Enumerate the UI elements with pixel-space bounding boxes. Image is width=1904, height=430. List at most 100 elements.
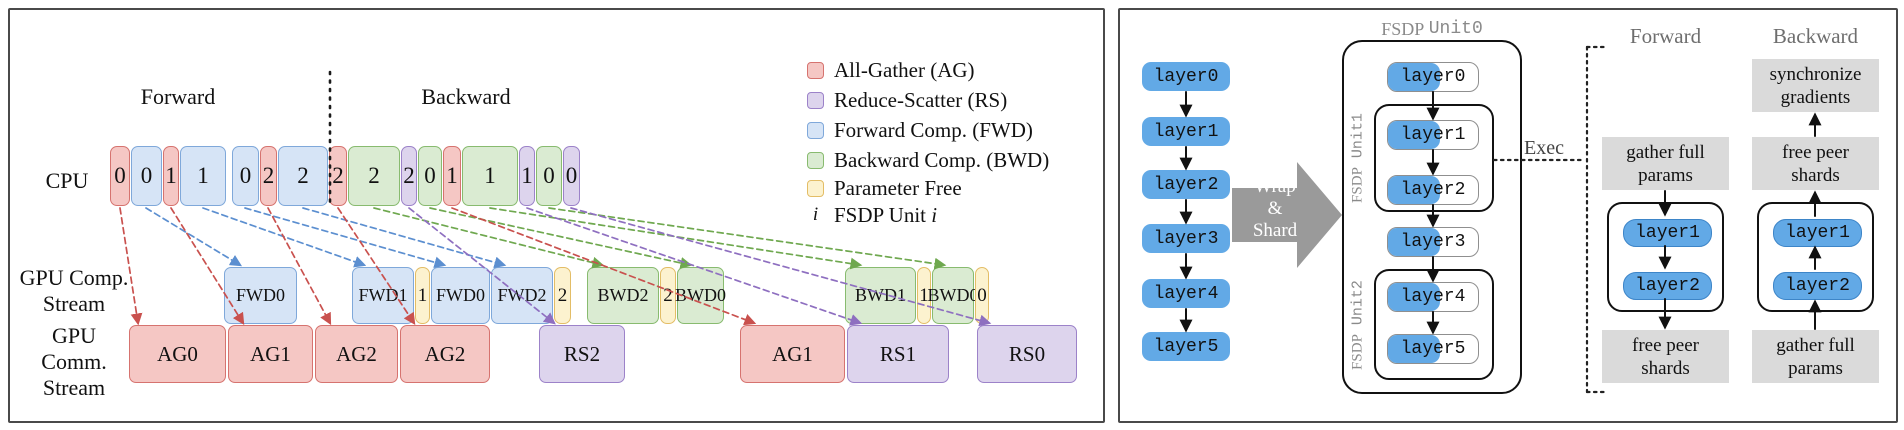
forward-layer1-pill: layer1	[1623, 219, 1712, 247]
comm-block-rs: RS0	[977, 325, 1077, 383]
sharded-layer-row: layer5	[1387, 334, 1479, 364]
gather-full-params-box-backward: gather full params	[1752, 330, 1879, 383]
gpu-comm-label-line2: Stream	[42, 375, 106, 400]
comp-block-fwd: FWD2	[491, 267, 553, 324]
comm-block-ag: AG1	[228, 325, 313, 383]
stack-layer-pill: layer5	[1142, 332, 1230, 361]
sharded-layer-row: layer0	[1387, 62, 1479, 92]
cpu-block-ag: 2	[260, 146, 277, 206]
gpu-comm-label-line1: GPU Comm.	[41, 323, 107, 374]
cpu-block-fwd: 0	[131, 146, 162, 206]
shard-fill	[1388, 335, 1441, 363]
legend-item-label: FSDP Unit i	[834, 203, 937, 228]
sync-line2: gradients	[1780, 86, 1851, 108]
legend-item-bwd: Backward Comp. (BWD)	[807, 148, 1049, 172]
forward-phase-label: Forward	[140, 84, 216, 109]
cpu-block-ag: 1	[443, 146, 461, 206]
cpu-block-ag: 2	[329, 146, 347, 206]
cpu-block-bwd: 1	[462, 146, 518, 206]
unit-label-mono: Unit1	[1349, 113, 1367, 168]
fsdp-unit0-title-serif: FSDP	[1381, 18, 1425, 39]
stack-layer-pill: layer2	[1142, 170, 1230, 199]
free-line2: shards	[1791, 164, 1840, 186]
comp-block-free: 2	[660, 267, 676, 324]
legend-item-label: Reduce-Scatter (RS)	[834, 87, 1008, 112]
legend-item-label: All-Gather (AG)	[834, 57, 975, 82]
synchronize-gradients-box: synchronize gradients	[1752, 59, 1879, 112]
forward-column-header: Forward	[1629, 24, 1702, 48]
cpu-block-rs: 0	[563, 146, 580, 206]
cpu-block-bwd: 0	[536, 146, 562, 206]
wrap-arrow-text-line3: Shard	[1252, 220, 1298, 241]
gather-line2: params	[1638, 164, 1693, 186]
shard-fill	[1388, 176, 1441, 204]
sharded-layer-label: layer4	[1400, 287, 1466, 307]
comm-block-rs: RS1	[847, 325, 949, 383]
stack-layer-pill: layer3	[1142, 224, 1230, 253]
gather-line2: params	[1788, 357, 1843, 379]
legend-item-label: Parameter Free	[834, 175, 962, 200]
gpu-comp-row-label: GPU Comp. Stream	[18, 265, 130, 317]
free-peer-shards-box-forward: free peer shards	[1602, 330, 1729, 383]
backward-column-header: Backward	[1772, 24, 1859, 48]
fsdp-unit0-box	[1342, 40, 1522, 394]
rs-legend-swatch	[807, 91, 824, 109]
cpu-block-fwd: 1	[180, 146, 226, 206]
shard-fill	[1388, 283, 1441, 311]
sharded-layer-label: layer2	[1400, 180, 1466, 200]
bwd-legend-swatch	[807, 151, 824, 169]
cpu-block-ag: 1	[163, 146, 179, 206]
sync-line1: synchronize	[1769, 63, 1862, 85]
comp-block-free: 0	[975, 267, 989, 324]
sharded-layer-row: layer3	[1387, 227, 1479, 257]
legend-item-ag: All-Gather (AG)	[807, 58, 975, 82]
gpu-comp-label-line1: GPU Comp.	[19, 265, 129, 290]
sharded-layer-label: layer5	[1400, 339, 1466, 359]
comm-block-ag: AG2	[400, 325, 490, 383]
backward-unit-rect: layer1 layer2	[1757, 202, 1874, 312]
comp-block-free: 2	[554, 267, 571, 324]
comp-block-bwd: BWD0	[928, 267, 979, 324]
gather-full-params-box-forward: gather full params	[1602, 137, 1729, 190]
unit-label-mono: Unit2	[1349, 279, 1367, 334]
fsdp-unit0-title-mono: Unit0	[1428, 19, 1483, 39]
unit-label-serif: FSDP	[1349, 167, 1366, 203]
free-line2: shards	[1641, 357, 1690, 379]
legend-item-label: Forward Comp. (FWD)	[834, 117, 1033, 142]
backward-layer2-pill: layer2	[1773, 272, 1862, 300]
cpu-block-ag: 0	[110, 146, 130, 206]
legend-unit-text: FSDP Unit	[834, 202, 932, 227]
sharded-layer-label: layer3	[1400, 232, 1466, 252]
comp-block-bwd: BWD2	[587, 267, 659, 324]
shard-fill	[1388, 121, 1441, 149]
forward-unit-rect: layer1 layer2	[1607, 202, 1724, 312]
comp-block-fwd: FWD0	[224, 267, 297, 324]
comm-block-ag: AG2	[315, 325, 398, 383]
sharded-layer-row: layer2	[1387, 175, 1479, 205]
wrap-arrow-text-line1: Wrap	[1254, 176, 1296, 197]
forward-layer2-pill: layer2	[1623, 272, 1712, 300]
stack-layer-pill: layer1	[1142, 117, 1230, 146]
legend-item-label: Backward Comp. (BWD)	[834, 147, 1050, 172]
cpu-block-bwd: 2	[348, 146, 400, 206]
legend-item-rs: Reduce-Scatter (RS)	[807, 88, 1007, 112]
gather-line1: gather full	[1626, 141, 1705, 163]
wrap-shard-panel: layer0 layer1 layer2 layer3 layer4 layer5 Wra…	[1118, 8, 1898, 423]
cpu-block-bwd: 0	[418, 146, 442, 206]
legend-item-fwd: Forward Comp. (FWD)	[807, 118, 1033, 142]
comp-block-fwd: FWD1	[352, 267, 414, 324]
free-legend-swatch	[807, 179, 824, 197]
sharded-layer-row: layer1	[1387, 120, 1479, 150]
comm-block-rs: RS2	[539, 325, 625, 383]
legend-item-free: Parameter Free	[807, 176, 962, 200]
sharded-layer-label: layer1	[1400, 125, 1466, 145]
cpu-block-rs: 2	[401, 146, 417, 206]
unit-label-serif: FSDP	[1349, 333, 1366, 370]
free-line1: free peer	[1782, 141, 1849, 163]
cpu-row-label: CPU	[45, 168, 89, 193]
comm-block-ag: AG0	[129, 325, 226, 383]
fsdp-unit1-box	[1374, 104, 1494, 212]
fsdp-unit2-rotated-label: FSDP Unit2	[1350, 280, 1367, 370]
ag-legend-swatch	[807, 61, 824, 79]
shard-fill	[1388, 228, 1441, 256]
